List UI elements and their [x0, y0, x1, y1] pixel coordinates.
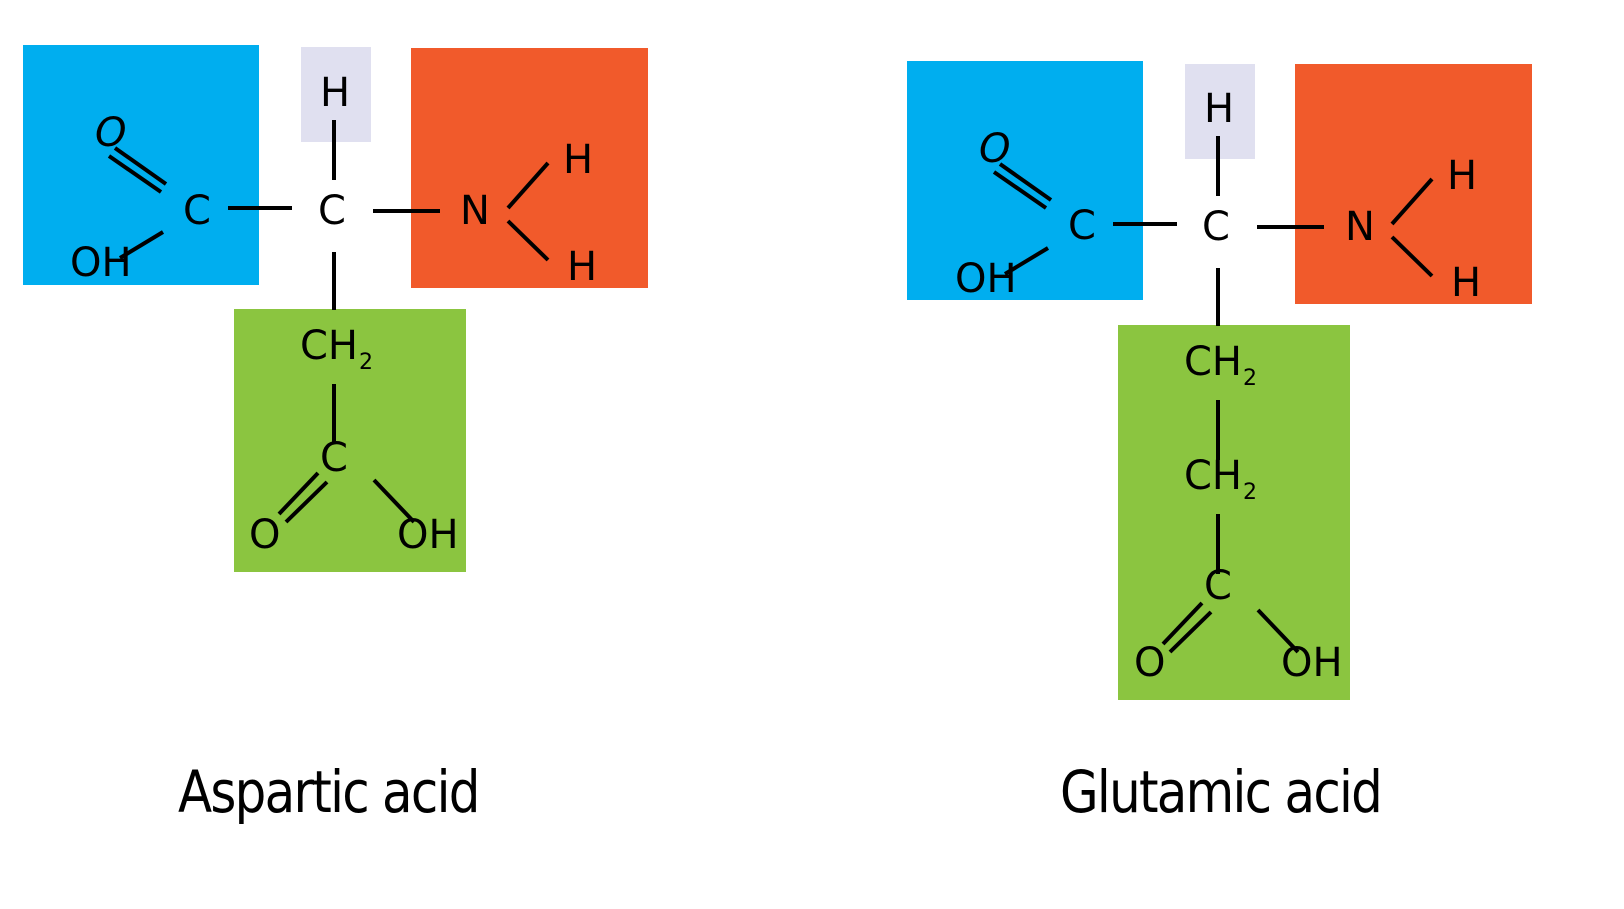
side-chain-box: [234, 309, 466, 572]
amino-hydrogen-1: H: [563, 137, 594, 183]
alpha-carbon: C: [1202, 204, 1230, 250]
side-chain-ch2: CH2: [300, 326, 373, 374]
hydrogen-box: [1185, 64, 1255, 159]
side-chain-carbon: C: [320, 435, 348, 481]
amino-nitrogen: N: [460, 188, 490, 234]
side-chain-double-oxygen: O: [1134, 640, 1166, 686]
carboxyl-group-box: [907, 61, 1143, 300]
side-chain-ch2-1: CH2: [1184, 342, 1257, 390]
ch2-base: CH: [1184, 453, 1243, 499]
amino-hydrogen-2: H: [1451, 260, 1482, 306]
molecule-name-glutamic-acid: Glutamic acid: [1060, 758, 1383, 826]
side-chain-double-oxygen: O: [249, 512, 281, 558]
carboxyl-carbon: C: [183, 188, 211, 234]
side-chain-hydroxyl: OH: [397, 512, 459, 558]
alpha-carbon: C: [318, 188, 346, 234]
amino-hydrogen-1: H: [1447, 153, 1478, 199]
ch2-base: CH: [1184, 339, 1243, 385]
amino-group-box: [411, 48, 648, 288]
side-chain-ch2-2: CH2: [1184, 456, 1257, 504]
amino-hydrogen-2: H: [567, 244, 598, 290]
carboxyl-carbon: C: [1068, 203, 1096, 249]
ch2-subscript: 2: [1243, 480, 1258, 505]
carboxyl-group-box: [23, 45, 259, 285]
carboxyl-hydroxyl: OH: [70, 240, 132, 286]
carboxyl-hydroxyl: OH: [955, 256, 1017, 302]
side-chain-hydroxyl: OH: [1281, 640, 1343, 686]
side-chain-box: [1118, 325, 1350, 700]
ch2-subscript: 2: [1243, 366, 1258, 391]
side-chain-carbon: C: [1204, 563, 1232, 609]
ch2-subscript: 2: [359, 350, 374, 375]
ch2-base: CH: [300, 323, 359, 369]
amino-group-box: [1295, 64, 1532, 304]
hydrogen-box: [301, 47, 371, 142]
carboxyl-double-oxygen: O: [95, 110, 127, 156]
amino-nitrogen: N: [1345, 204, 1375, 250]
molecule-name-aspartic-acid: Aspartic acid: [178, 758, 480, 826]
alpha-hydrogen: H: [320, 70, 351, 116]
alpha-hydrogen: H: [1204, 86, 1235, 132]
carboxyl-double-oxygen: O: [979, 126, 1011, 172]
